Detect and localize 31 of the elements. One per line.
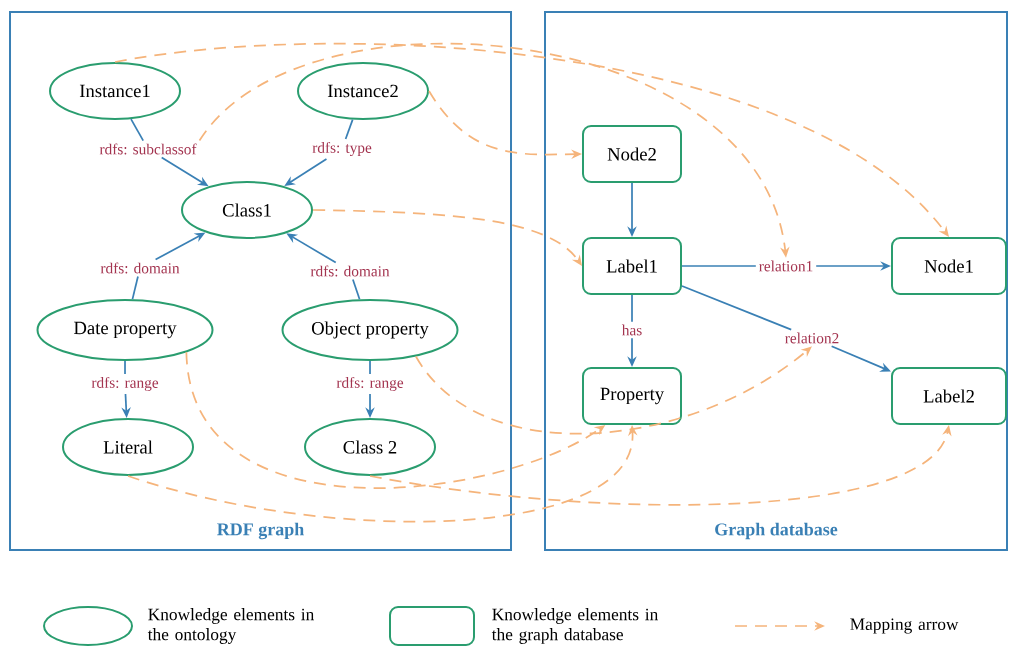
- database-box: Label1: [582, 237, 682, 295]
- connector-line: [631, 294, 633, 323]
- legend-entry: Mapping arrow: [734, 618, 959, 634]
- relation-label: relation1: [759, 260, 813, 272]
- relation-label: rdfs: subclassof: [99, 143, 197, 155]
- relation-label: relation2: [785, 332, 839, 344]
- database-box: Node2: [582, 125, 682, 183]
- relation-label: rdfs: range: [91, 376, 159, 392]
- database-box: Property: [582, 367, 682, 425]
- connector-line: [124, 360, 126, 375]
- connector-line: [344, 118, 354, 140]
- connector-line: [681, 265, 757, 267]
- database-box: Label2: [891, 367, 1007, 425]
- relation-label: has: [621, 324, 642, 336]
- relation-label: rdfs: type: [312, 141, 372, 157]
- mapping-arrow: [114, 42, 949, 237]
- connector-line: [681, 285, 793, 331]
- connector-line: [369, 360, 371, 375]
- relation-label: rdfs: domain: [100, 262, 180, 274]
- relation-label: rdfs: range: [336, 376, 404, 392]
- connector-line: [130, 118, 145, 142]
- database-box: Node1: [891, 237, 1007, 295]
- panel-title: Graph database: [715, 522, 838, 540]
- relation-label: rdfs: domain: [310, 265, 390, 277]
- legend-entry: Knowledge elements in the graph database: [389, 606, 658, 646]
- legend-entry: Knowledge elements in the ontology: [43, 606, 314, 646]
- connector-line: [352, 278, 361, 301]
- connector-line: [131, 275, 139, 300]
- mapping-arrow: [312, 209, 582, 266]
- panel-title: RDF graph: [217, 522, 304, 540]
- mapping-arrow: [415, 346, 812, 435]
